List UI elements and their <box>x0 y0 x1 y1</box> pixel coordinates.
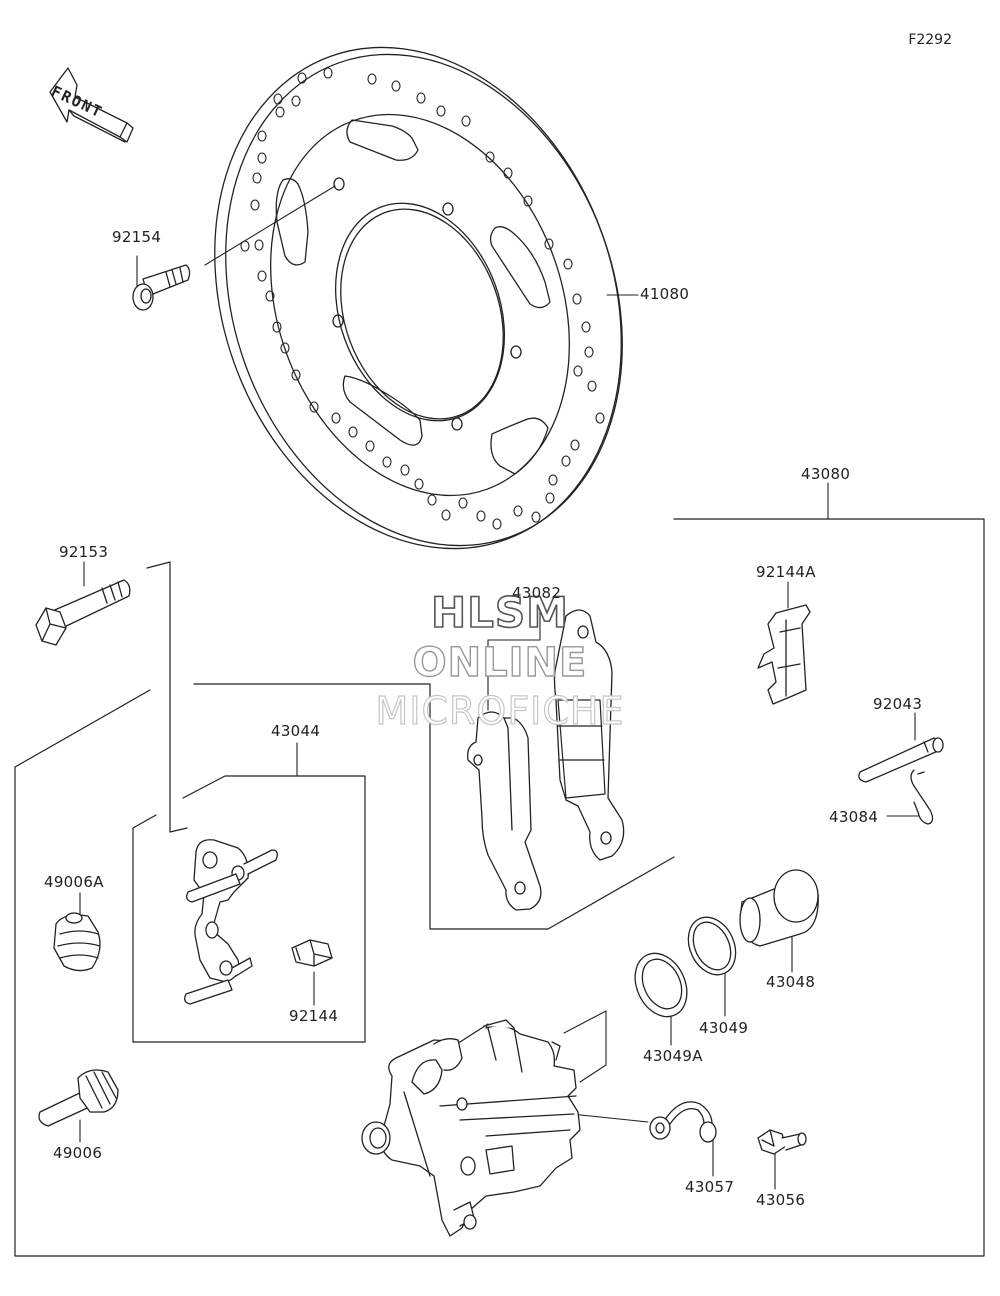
label-92043[interactable]: 92043 <box>873 695 923 713</box>
brake-pad-right <box>553 609 625 861</box>
label-43048[interactable]: 43048 <box>766 973 816 991</box>
pad-spring-92144a <box>757 604 811 705</box>
label-43084[interactable]: 43084 <box>829 808 879 826</box>
caliper-bracket-43044 <box>184 839 278 1005</box>
bolt-92154 <box>132 264 191 311</box>
label-43049a[interactable]: 43049A <box>643 1047 703 1065</box>
figure-code: F2292 <box>908 32 952 48</box>
label-43057[interactable]: 43057 <box>685 1178 735 1196</box>
pad-clip-92144 <box>291 939 333 967</box>
pin-clip-43084 <box>910 769 934 825</box>
piston-43048 <box>739 869 819 947</box>
boot-49006a <box>53 912 101 972</box>
label-49006a[interactable]: 49006A <box>44 873 104 891</box>
front-arrow-icon <box>49 67 134 143</box>
watermark-line-2: ONLINE <box>412 640 588 686</box>
label-41080[interactable]: 41080 <box>640 285 690 303</box>
group-frames <box>14 518 985 1257</box>
label-92154[interactable]: 92154 <box>112 228 162 246</box>
bleeder-valve-43056 <box>757 1129 807 1155</box>
label-92144[interactable]: 92144 <box>289 1007 339 1025</box>
bolt-92153 <box>35 579 131 646</box>
label-43049[interactable]: 43049 <box>699 1019 749 1037</box>
pad-pin-92043 <box>858 737 944 783</box>
seal-43049a <box>634 952 688 1018</box>
label-43044[interactable]: 43044 <box>271 722 321 740</box>
seal-43049 <box>687 916 737 976</box>
brake-disc <box>214 46 623 550</box>
slide-pin-49006 <box>38 1069 119 1127</box>
label-92144a[interactable]: 92144A <box>756 563 816 581</box>
watermark-line-1: HLSM <box>430 588 569 637</box>
label-43080[interactable]: 43080 <box>801 465 851 483</box>
label-92153[interactable]: 92153 <box>59 543 109 561</box>
label-49006[interactable]: 49006 <box>53 1144 103 1162</box>
brake-pad-left <box>467 711 542 911</box>
watermark-line-3: MICROFICHE <box>375 689 625 733</box>
caliper-body <box>361 1019 581 1237</box>
label-43082[interactable]: 43082 <box>512 584 562 602</box>
banjo-fitting-43057 <box>649 1101 717 1143</box>
label-43056[interactable]: 43056 <box>756 1191 806 1209</box>
